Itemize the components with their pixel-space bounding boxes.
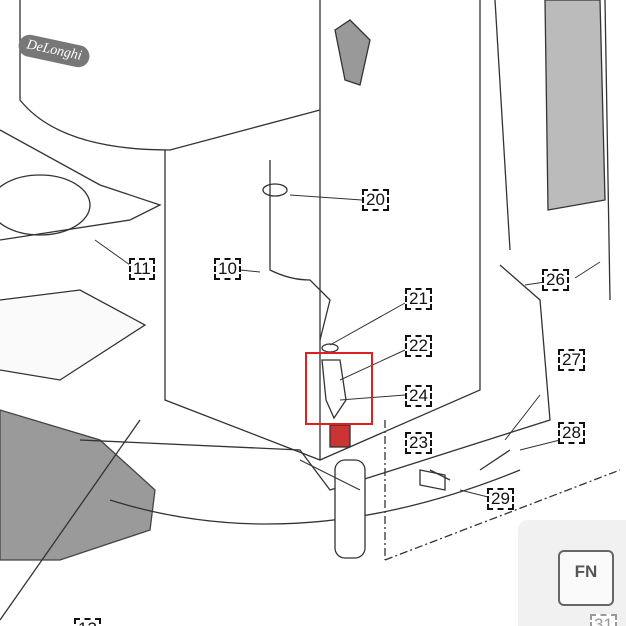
label-27: 27	[558, 349, 585, 371]
cup-tray	[0, 129, 162, 241]
label-26: 26	[542, 269, 569, 291]
label-24: 24	[405, 385, 432, 407]
base	[79, 264, 551, 491]
fn-key-button[interactable]: FN	[558, 550, 614, 606]
oring-21	[321, 343, 339, 353]
label-28: 28	[558, 422, 585, 444]
part-24	[329, 424, 351, 448]
label-11: 11	[129, 258, 155, 280]
cup-ring	[0, 174, 91, 236]
steam-knob	[334, 19, 371, 86]
label-29: 29	[487, 488, 514, 510]
knob-20	[262, 183, 288, 197]
tube-23	[334, 459, 366, 559]
label-22: 22	[405, 335, 432, 357]
highlight-box	[305, 352, 373, 425]
drip-tray	[0, 409, 156, 561]
part-29	[419, 469, 446, 491]
label-13: 13	[74, 618, 101, 626]
label-21: 21	[405, 288, 432, 310]
nozzle-22	[321, 359, 347, 420]
steam-pipe-10	[269, 160, 331, 341]
water-tank	[544, 0, 606, 211]
label-23: 23	[405, 432, 432, 454]
label-20: 20	[362, 189, 389, 211]
machine-top-housing	[19, 0, 321, 151]
fn-key-label: FN	[574, 562, 598, 581]
label-31: 31	[590, 614, 617, 626]
label-10: 10	[214, 258, 241, 280]
drip-plate	[0, 289, 147, 381]
